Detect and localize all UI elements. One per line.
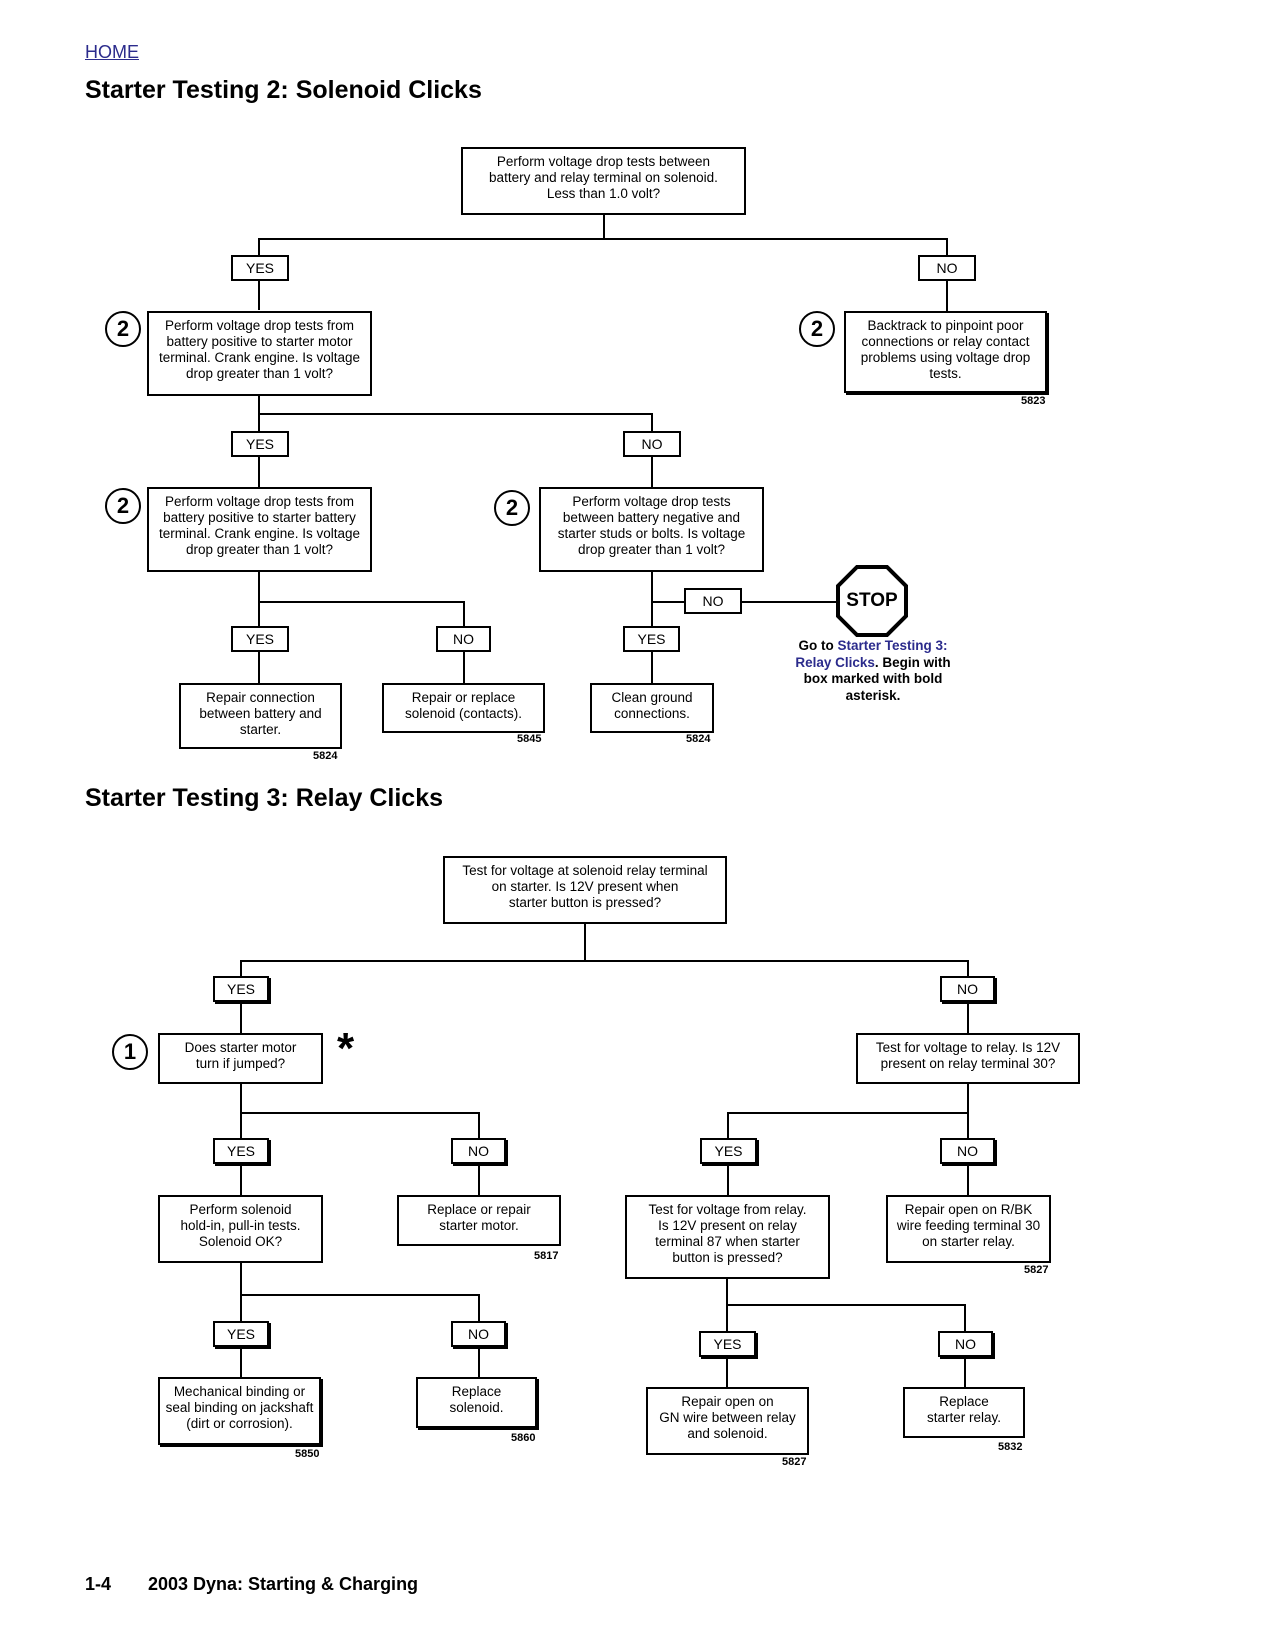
flow-box-text: Repair or replace solenoid (contacts).: [404, 690, 523, 721]
flow-box-text: Perform voltage drop tests between batte…: [489, 154, 718, 201]
yes-label: YES: [231, 431, 289, 457]
figure-code: 5860: [511, 1432, 536, 1444]
flow-box-text: Replace solenoid.: [449, 1384, 504, 1415]
stop-instruction: Go to Starter Testing 3: Relay Clicks. B…: [783, 638, 963, 704]
flow-box-relay-terminal-87: Test for voltage from relay. Is 12V pres…: [625, 1195, 830, 1279]
flow-box-text: Perform voltage drop tests from battery …: [158, 318, 361, 381]
figure-code: 5832: [998, 1441, 1023, 1453]
figure-code: 5823: [1021, 395, 1046, 407]
figure-code: 5827: [782, 1456, 807, 1468]
flow-box-text: Mechanical binding or seal binding on ja…: [165, 1384, 314, 1431]
flow-box-replace-solenoid: Replace solenoid.: [416, 1377, 537, 1428]
footer-page-number: 1-4: [85, 1574, 112, 1594]
flow-box-mechanical-binding: Mechanical binding or seal binding on ja…: [158, 1377, 321, 1445]
no-label: NO: [451, 1321, 506, 1347]
yes-label: YES: [231, 255, 289, 281]
flow-box-text: Replace or repair starter motor.: [427, 1202, 531, 1233]
flow-box-starter-motor-terminal: Perform voltage drop tests from battery …: [147, 311, 372, 396]
no-label: NO: [451, 1138, 506, 1164]
flow-box-battery-negative: Perform voltage drop tests between batte…: [539, 487, 764, 572]
step-marker: 2: [799, 311, 835, 347]
step-marker: 2: [105, 488, 141, 524]
flow-box-text: Clean ground connections.: [611, 690, 693, 721]
no-label: NO: [684, 588, 742, 614]
flow-box-text: Backtrack to pinpoint poor connections o…: [860, 318, 1031, 381]
section-title-solenoid-clicks: Starter Testing 2: Solenoid Clicks: [85, 76, 482, 104]
home-link[interactable]: HOME: [85, 42, 139, 62]
flow-box-text: Does starter motor turn if jumped?: [184, 1040, 297, 1071]
yes-label: YES: [213, 976, 269, 1002]
flow-box-text: Replace starter relay.: [926, 1394, 1002, 1425]
step-marker: 1: [112, 1034, 148, 1070]
no-label: NO: [918, 255, 976, 281]
flow-box-clean-ground: Clean ground connections.: [590, 683, 714, 733]
flow-box-text: Test for voltage at solenoid relay termi…: [462, 863, 708, 910]
figure-code: 5824: [313, 750, 338, 762]
stop-instruction-pre: Go to: [798, 638, 838, 653]
flow-box-repair-solenoid-contacts: Repair or replace solenoid (contacts).: [382, 683, 545, 733]
yes-label: YES: [213, 1138, 269, 1164]
no-label: NO: [623, 431, 681, 457]
yes-label: YES: [231, 626, 289, 652]
flow-box-replace-starter-motor: Replace or repair starter motor.: [397, 1195, 561, 1246]
flow-box-text: Repair connection between battery and st…: [199, 690, 322, 737]
flow-box-repair-connection: Repair connection between battery and st…: [179, 683, 342, 749]
flow-box-relay-terminal-30: Test for voltage to relay. Is 12V presen…: [856, 1033, 1080, 1084]
no-label: NO: [938, 1331, 993, 1357]
flow-box-solenoid-tests: Perform solenoid hold-in, pull-in tests.…: [158, 1195, 323, 1263]
flow-box-backtrack: Backtrack to pinpoint poor connections o…: [844, 311, 1047, 393]
flow-box-repair-gn-wire: Repair open on GN wire between relay and…: [646, 1387, 809, 1455]
yes-label: YES: [213, 1321, 269, 1347]
yes-label: YES: [623, 626, 680, 652]
flow-box-text: Repair open on GN wire between relay and…: [659, 1394, 796, 1441]
figure-code: 5824: [686, 733, 711, 745]
no-label: NO: [940, 1138, 995, 1164]
footer-title: 2003 Dyna: Starting & Charging: [148, 1574, 419, 1594]
step-marker: 2: [494, 490, 530, 526]
flow-box-text: Test for voltage from relay. Is 12V pres…: [648, 1202, 807, 1265]
flow-box-repair-rbk-wire: Repair open on R/BK wire feeding termina…: [886, 1195, 1051, 1263]
figure-code: 5817: [534, 1250, 559, 1262]
figure-code: 5850: [295, 1448, 320, 1460]
flow-box-text: Repair open on R/BK wire feeding termina…: [896, 1202, 1041, 1249]
stop-sign-text: STOP: [846, 590, 898, 611]
flow-box-text: Perform voltage drop tests between batte…: [557, 494, 746, 557]
yes-label: YES: [699, 1331, 756, 1357]
no-label: NO: [436, 626, 491, 652]
no-label: NO: [940, 976, 995, 1002]
step-marker: 2: [105, 311, 141, 347]
stop-sign-icon: STOP: [836, 565, 908, 637]
figure-code: 5845: [517, 733, 542, 745]
yes-label: YES: [700, 1138, 757, 1164]
asterisk-marker: *: [337, 1024, 355, 1073]
flow-box-starter-jumped: Does starter motor turn if jumped?: [158, 1033, 323, 1084]
stop-instruction-post: . Begin with box marked with bold asteri…: [803, 654, 951, 703]
section-title-relay-clicks: Starter Testing 3: Relay Clicks: [85, 784, 444, 812]
flow-box-replace-starter-relay: Replace starter relay.: [903, 1387, 1025, 1438]
flow-box-text: Perform solenoid hold-in, pull-in tests.…: [180, 1202, 301, 1249]
flow-box-starter-battery-terminal: Perform voltage drop tests from battery …: [147, 487, 372, 572]
figure-code: 5827: [1024, 1264, 1049, 1276]
relay-clicks-link[interactable]: Starter Testing 3: Relay Clicks: [795, 638, 948, 670]
flow-box-text: Perform voltage drop tests from battery …: [158, 494, 361, 557]
flow-box-solenoid-relay-terminal: Test for voltage at solenoid relay termi…: [443, 856, 727, 924]
flow-box-text: Test for voltage to relay. Is 12V presen…: [875, 1040, 1061, 1071]
flow-box-initial-voltage-drop: Perform voltage drop tests between batte…: [461, 147, 746, 215]
